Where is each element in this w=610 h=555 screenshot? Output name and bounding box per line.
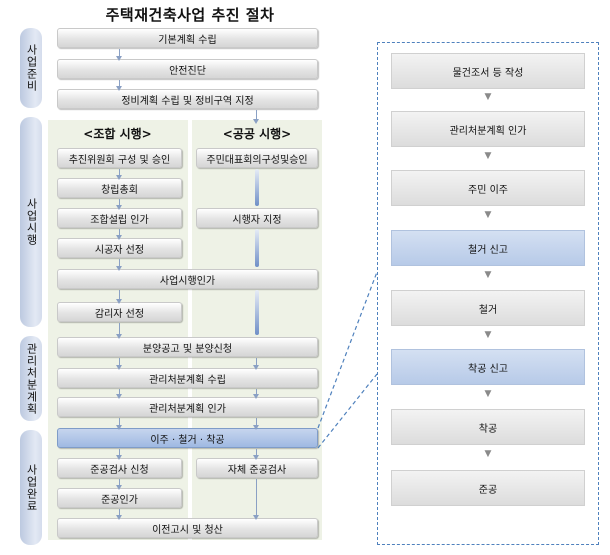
down-arrow-icon [116,80,122,91]
page-title: 주택재건축사업 추진 절차 [105,6,275,24]
down-arrow-icon: ▼ [484,151,492,161]
down-arrow-icon [116,323,122,339]
down-arrow-icon [116,418,122,430]
detail-step: 철거 [391,290,585,326]
detail-step: 착공 [391,409,585,445]
down-arrow-icon [116,479,122,490]
step-resident-rep: 주민대표회의구성및승인 [196,148,318,168]
down-arrow-icon: ▼ [484,449,492,459]
detail-step: 주민 이주 [391,170,585,206]
down-arrow-icon: ▼ [484,210,492,220]
step-basic-plan: 기본계획 수립 [57,28,318,48]
detail-step: 준공 [391,470,585,506]
long-arrow-icon [255,290,259,335]
down-arrow-icon: ▼ [484,92,492,102]
down-arrow-icon [116,229,122,240]
down-arrow-icon [116,169,122,180]
step-maintenance: 정비계획 수립 및 정비구역 지정 [57,89,318,109]
down-arrow-icon [116,49,122,61]
down-arrow-icon [116,389,122,399]
step-business-approval: 사업시행인가 [57,269,318,289]
down-arrow-icon [116,290,122,304]
down-arrow-icon [253,389,259,399]
step-operator: 시행자 지정 [196,208,318,228]
detail-panel [377,42,599,545]
step-completion-approval: 준공인가 [57,488,182,508]
long-arrow-icon [255,229,259,267]
step-mgmt-plan: 관리처분계획 수립 [57,368,318,388]
stage-management: 관리처분계획 [20,336,42,421]
step-supervisor: 감리자 선정 [57,302,182,322]
detail-step: 물건조서 등 작성 [391,53,585,89]
detail-step: 관리처분계획 인가 [391,111,585,147]
step-union-approval: 조합설립 인가 [57,208,182,228]
down-arrow-icon [253,418,259,430]
step-safety: 안전진단 [57,59,318,79]
stage-execution: 사업시행 [20,117,42,327]
stage-preparation: 사업준비 [20,28,42,108]
long-arrow-icon [255,169,259,206]
down-arrow-icon: ▼ [484,389,492,399]
down-arrow-icon [253,479,259,520]
step-mgmt-approval: 관리처분계획 인가 [57,397,318,417]
step-general-meeting: 창립총회 [57,178,182,198]
down-arrow-icon [116,509,122,520]
step-inspection-request: 준공검사 신청 [57,458,182,478]
down-arrow-icon [253,110,259,124]
down-arrow-icon: ▼ [484,270,492,280]
stage-completion: 사업완료 [20,430,42,545]
step-transfer: 이전고시 및 청산 [57,518,318,538]
down-arrow-icon [253,449,259,460]
step-relocation: 이주 · 철거 · 착공 [57,428,318,448]
union-header: <조합 시행> [83,127,152,141]
step-committee: 추진위원회 구성 및 승인 [57,148,182,168]
step-self-inspection: 자체 준공검사 [196,458,318,478]
down-arrow-icon [116,449,122,460]
step-contractor: 시공자 선정 [57,238,182,258]
down-arrow-icon [116,199,122,210]
down-arrow-icon: ▼ [484,330,492,340]
down-arrow-icon [253,358,259,370]
public-header: <공공 시행> [222,127,292,141]
detail-step-highlight: 철거 신고 [391,230,585,266]
detail-step-highlight: 착공 신고 [391,349,585,385]
down-arrow-icon [116,259,122,271]
down-arrow-icon [116,358,122,370]
step-sale: 분양공고 및 분양신청 [57,337,318,357]
